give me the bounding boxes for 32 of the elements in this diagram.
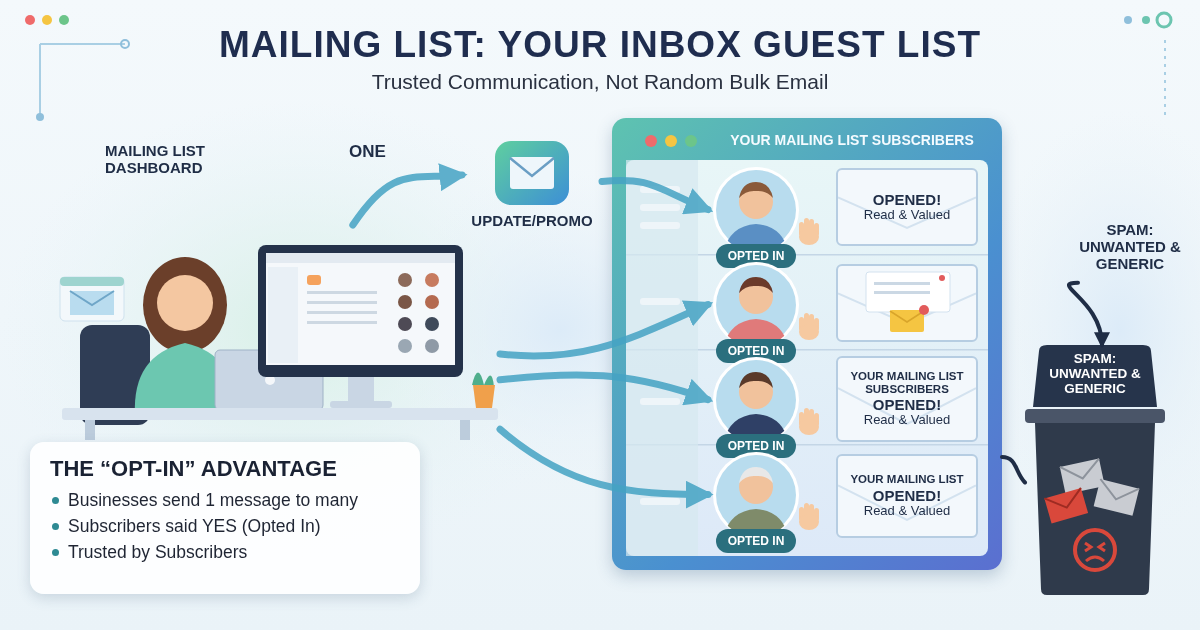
info-card [30, 442, 420, 594]
status-detail: Read & Valued [863, 413, 951, 429]
spam-label: SPAM: UNWANTED & GENERIC [1078, 222, 1182, 286]
subtitle: Trusted Communication, Not Random Bulk Email [370, 70, 830, 94]
status-heading: OPENED! [872, 190, 942, 209]
title: MAILING LIST: YOUR INBOX GUEST LIST [218, 24, 982, 66]
arrow [349, 162, 468, 229]
envelope-card [836, 356, 978, 442]
bullet-item: Trusted by Subscribers [50, 542, 400, 563]
envelope-card [836, 454, 978, 538]
connector-line [1000, 455, 1027, 485]
arrow [598, 176, 714, 214]
card-caption: YOUR MAILING LIST [850, 473, 964, 487]
edge-label: ONE [349, 141, 386, 162]
status-detail: Read & Valued [863, 503, 951, 519]
arrow [496, 425, 714, 509]
arrow [496, 300, 714, 360]
status-heading: OPENED! [872, 486, 942, 504]
status-badge: OPTED IN [716, 529, 796, 553]
subscriber-list-window [612, 118, 1002, 570]
card-caption: YOUR MAILING LIST SUBSCRIBERS [849, 369, 965, 397]
node-label: UPDATE/PROMO [470, 212, 594, 229]
card-heading: THE “OPT-IN” ADVANTAGE [50, 456, 338, 482]
envelope-card [836, 168, 978, 246]
bullet-item: Subscribers said YES (Opted In) [50, 516, 400, 537]
scene-label: MAILING LIST DASHBOARD [105, 142, 206, 176]
window-title: YOUR MAILING LIST SUBSCRIBERS [729, 132, 975, 148]
bin-lid-label: SPAM: UNWANTED & GENERIC [1048, 351, 1142, 397]
status-heading: OPENED! [872, 396, 942, 414]
arrow [496, 371, 714, 406]
bullet-item: Businesses send 1 message to many [50, 490, 400, 511]
status-detail: Read & Valued [863, 208, 951, 224]
